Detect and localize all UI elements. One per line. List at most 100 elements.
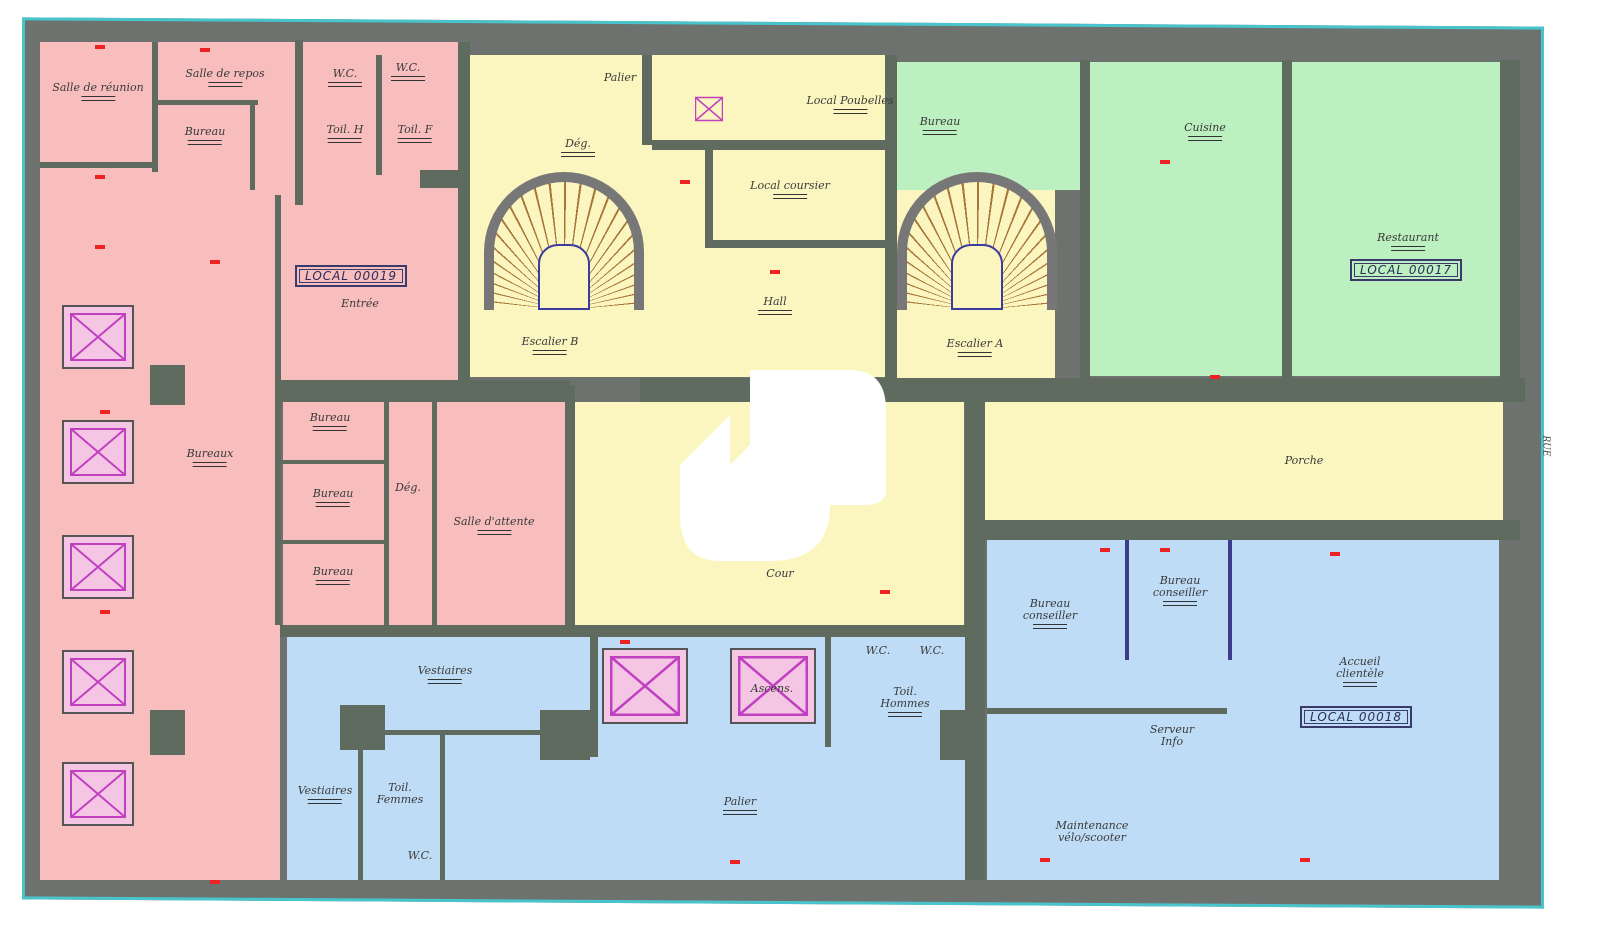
room-cour: Cour	[766, 567, 794, 580]
wall	[440, 735, 445, 880]
height-marker	[100, 610, 110, 614]
wall	[280, 460, 385, 464]
room-palier: Palier	[723, 796, 757, 815]
watermark-logo-icon	[680, 370, 886, 561]
pillar	[540, 710, 590, 760]
wall	[987, 708, 1227, 714]
room-palier: Palier	[603, 71, 637, 84]
wall	[384, 400, 389, 625]
room-wc: W.C.	[328, 68, 362, 87]
room-cuisine: Cuisine	[1184, 122, 1226, 141]
shaft-icon	[695, 92, 725, 128]
wall	[590, 637, 598, 757]
shaft-icon	[62, 762, 134, 826]
elevator-icon	[602, 648, 688, 724]
room-degagement: Dég.	[395, 481, 421, 494]
wall	[360, 730, 590, 735]
wall	[275, 195, 281, 625]
room-local-poubelles: Local Poubelles	[806, 95, 893, 114]
room-vestiaires: Vestiaires	[418, 665, 473, 684]
height-marker	[1160, 160, 1170, 164]
staircase-b	[484, 172, 644, 310]
wall	[420, 170, 460, 188]
height-marker	[680, 180, 690, 184]
wall	[280, 540, 385, 544]
room-wc: W.C.	[919, 644, 945, 657]
wall	[40, 162, 155, 168]
wall	[1282, 60, 1292, 380]
room-toil-f: Toil. F	[398, 124, 433, 143]
pillar	[340, 705, 385, 750]
height-marker	[95, 175, 105, 179]
height-marker	[880, 590, 890, 594]
height-marker	[210, 260, 220, 264]
elevator-icon	[730, 648, 816, 724]
height-marker	[730, 860, 740, 864]
room-local-coursier: Local coursier	[750, 180, 830, 199]
wall	[250, 100, 255, 190]
wall	[152, 42, 158, 172]
room-serveur-info: Serveur Info	[1149, 723, 1195, 748]
local-tag-00019: LOCAL 00019	[295, 265, 408, 287]
height-marker	[620, 640, 630, 644]
room-toil-h: Toil. H	[327, 124, 364, 143]
room-salle-attente: Salle d'attente	[453, 516, 534, 535]
wall	[295, 40, 303, 205]
height-marker	[95, 245, 105, 249]
room-bureau: Bureau	[313, 566, 354, 585]
wall	[825, 637, 831, 747]
pillar	[940, 710, 970, 760]
room-bureau: Bureau	[920, 116, 961, 135]
wall	[280, 625, 980, 637]
shaft-icon	[62, 305, 134, 369]
height-marker	[95, 45, 105, 49]
height-marker	[1330, 552, 1340, 556]
wall	[965, 400, 985, 880]
height-marker	[1160, 548, 1170, 552]
wall	[705, 150, 713, 245]
wall	[885, 55, 897, 385]
pillar	[150, 365, 185, 405]
room-escalier-b: Escalier B	[522, 336, 579, 355]
room-wc: W.C.	[391, 62, 425, 81]
room-salle-repos: Salle de repos	[185, 68, 264, 87]
height-marker	[1100, 548, 1110, 552]
wall	[358, 735, 363, 880]
wall	[280, 380, 570, 402]
room-wc: W.C.	[407, 849, 433, 862]
wall	[1500, 60, 1520, 380]
room-vestiaires: Vestiaires	[298, 785, 353, 804]
room-hall: Hall	[758, 296, 792, 315]
pillar	[150, 710, 185, 755]
wall	[458, 42, 470, 382]
staircase-a	[897, 172, 1057, 310]
room-wc: W.C.	[865, 644, 891, 657]
height-marker	[1300, 858, 1310, 862]
room-toil-femmes: Toil. Femmes	[376, 781, 424, 806]
room-bureau-conseiller: Bureau conseiller	[1015, 598, 1085, 629]
room-toil-hommes: Toil. Hommes	[875, 686, 935, 717]
room-bureaux: Bureaux	[187, 448, 234, 467]
height-marker	[100, 410, 110, 414]
wall	[158, 100, 258, 105]
room-porche: Porche	[1284, 454, 1324, 467]
room-bureau: Bureau	[310, 412, 351, 431]
wall	[376, 55, 382, 175]
room-accueil-clientele: Accueil clientèle	[1325, 656, 1395, 687]
room-bureau: Bureau	[313, 488, 354, 507]
zone-local-00017-main	[1085, 62, 1520, 376]
room-degagement: Dég.	[561, 138, 595, 157]
wall	[960, 378, 1525, 402]
partition	[1228, 540, 1232, 660]
partition	[1125, 540, 1129, 660]
local-tag-00018: LOCAL 00018	[1300, 706, 1413, 728]
wall	[652, 140, 892, 150]
wall	[980, 520, 1520, 540]
height-marker	[1040, 858, 1050, 862]
wall	[432, 400, 437, 625]
local-tag-00017: LOCAL 00017	[1350, 259, 1463, 281]
wall	[705, 240, 885, 248]
room-escalier-a: Escalier A	[947, 338, 1004, 357]
street-label: RUE	[1540, 435, 1551, 457]
height-marker	[210, 880, 220, 884]
